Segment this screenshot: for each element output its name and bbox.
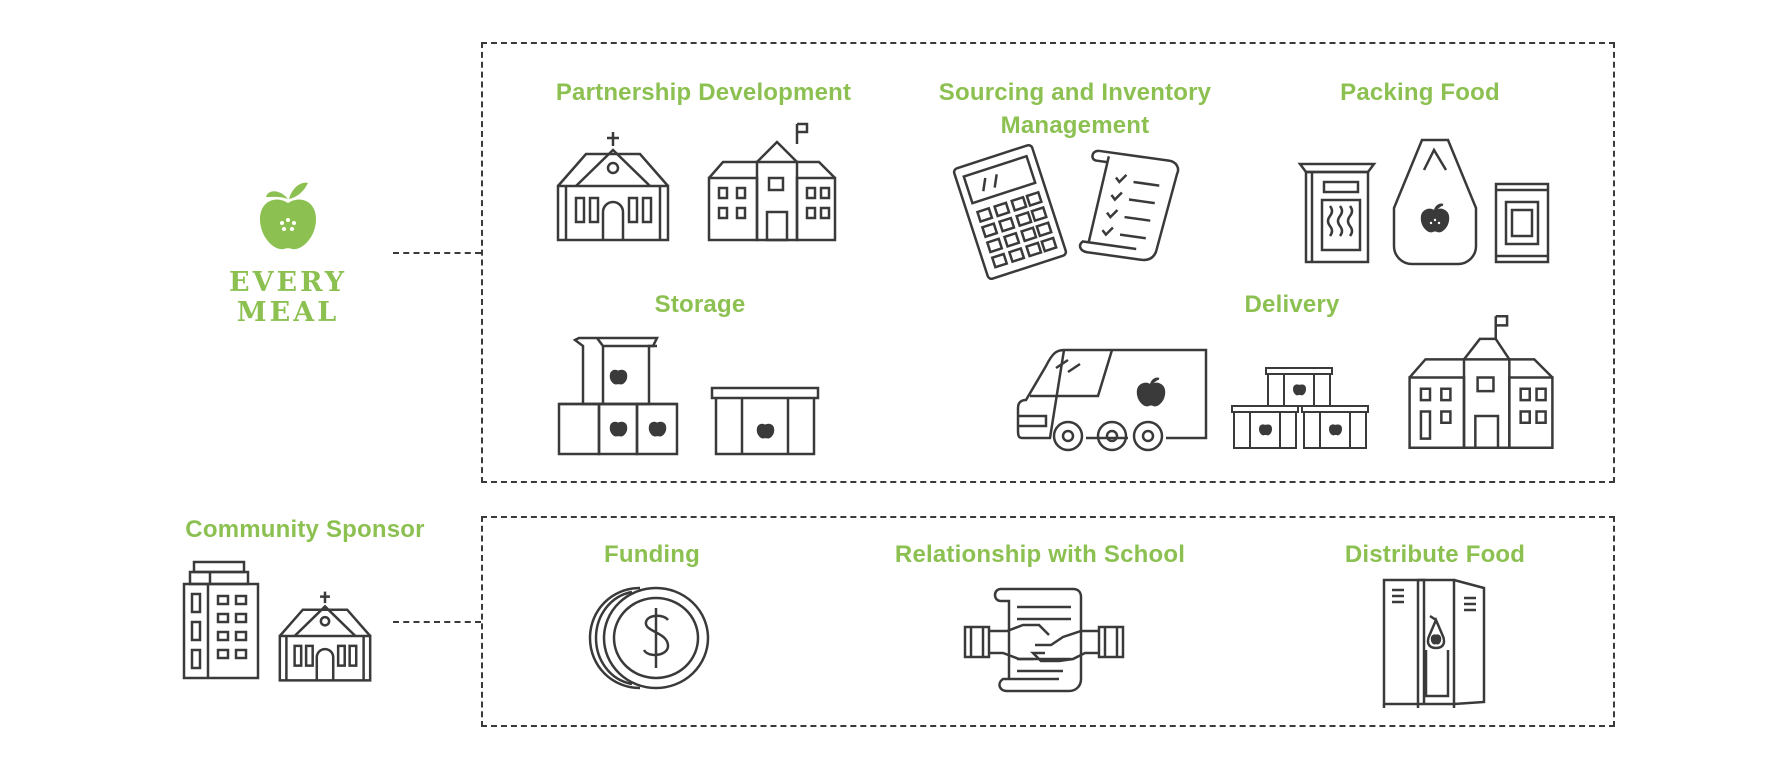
sponsor-responsibilities-box <box>481 516 1615 727</box>
partnership-label: Partnership Development <box>555 79 852 106</box>
relationship-label: Relationship with School <box>894 541 1186 568</box>
stacked-boxes-icon <box>557 336 679 456</box>
church-icon <box>556 130 670 242</box>
every-meal-responsibilities-box <box>481 42 1615 483</box>
every-meal-connector <box>393 252 481 254</box>
brand-name: EVERY MEAL <box>215 268 361 328</box>
sourcing-label-line-1: Sourcing and Inventory <box>938 79 1212 106</box>
funding-label: Funding <box>603 541 701 568</box>
dollar-coin-icon <box>588 586 712 690</box>
sourcing-label: Sourcing and Inventory Management <box>915 76 1235 142</box>
school-icon <box>1407 314 1555 450</box>
checklist-scroll-icon <box>1082 152 1182 262</box>
food-bag-icon <box>1392 138 1478 266</box>
packing-label: Packing Food <box>1340 79 1500 106</box>
church-icon <box>278 590 372 682</box>
delivery-label: Delivery <box>1244 291 1340 318</box>
sponsor-connector <box>393 621 481 623</box>
handshake-contract-icon <box>963 585 1125 695</box>
brand-line-2: MEAL <box>236 297 340 328</box>
crates-icon <box>1230 366 1370 450</box>
community-sponsor-label: Community Sponsor <box>185 516 425 543</box>
office-building-icon <box>182 560 260 680</box>
food-can-icon <box>1494 182 1550 264</box>
distribute-label: Distribute Food <box>1344 541 1526 568</box>
storage-bin-icon <box>710 386 820 456</box>
brand-line-1: EVERY <box>229 267 347 298</box>
locker-icon <box>1382 578 1486 710</box>
calculator-icon <box>955 150 1065 275</box>
storage-label: Storage <box>654 291 746 318</box>
cereal-box-icon <box>1298 160 1378 265</box>
apple-icon <box>260 182 316 250</box>
delivery-van-icon <box>1016 346 1210 450</box>
school-icon <box>707 122 837 242</box>
sourcing-label-line-2: Management <box>1000 112 1150 139</box>
